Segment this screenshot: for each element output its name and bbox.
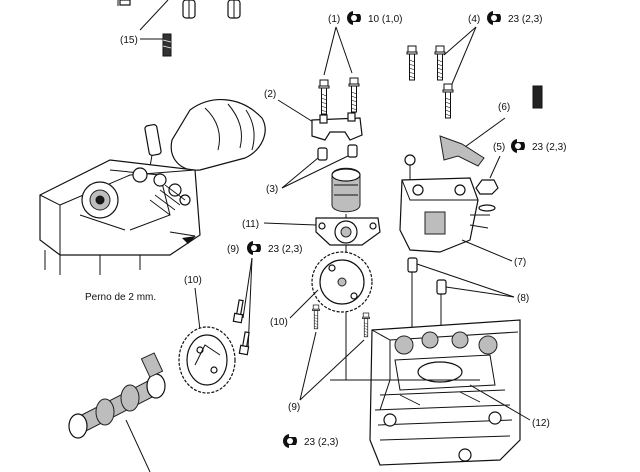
spring-pin [532,85,543,109]
dowel-3b [347,144,358,158]
label-10a: (10) [184,275,202,286]
nut-5 [475,179,499,195]
caption-2mm-bolt: Perno de 2 mm. [85,292,156,303]
upper-camshaft [331,167,361,380]
callout-1: (1) 10 (1,0) [318,10,402,115]
part-15-shim [162,33,172,57]
callout-9-upper: (9) 23 (2,3) [227,240,302,356]
callout-8: (8) [407,257,529,380]
bolt-4a [406,45,418,81]
dowel-8b [436,279,447,295]
label-4: (4) [468,14,480,25]
callout-11: (11) [242,217,381,246]
label-9b: (9) [288,402,300,413]
top-left-fragment [117,0,241,31]
label-2: (2) [264,89,276,100]
callout-2: (2) [264,89,363,141]
dowel-3a [317,147,328,161]
callout-9-lower: (9) 23 (2,3) [283,304,370,449]
bolt-1b [348,77,360,113]
torque-wrench-icon [347,10,361,26]
label-7: (7) [514,257,526,268]
bolt-4c [442,83,454,119]
cylinder-head [369,319,521,466]
label-5: (5) [493,142,505,153]
torque-9b: 23 (2,3) [304,437,338,448]
torque-wrench-icon [247,240,261,256]
callout-12: (12) [330,379,550,429]
label-11: (11) [242,219,259,230]
bolt-4b [434,45,446,81]
label-8: (8) [517,293,529,304]
torque-wrench-icon [511,138,525,154]
label-9a: (9) [227,244,239,255]
torque-5: 23 (2,3) [532,142,566,153]
label-1: (1) [328,14,340,25]
callout-15: (15) [120,33,172,57]
bolt-1a [318,79,330,115]
label-15: (15) [120,35,138,46]
left-head-assembly [39,159,201,275]
dowel-8a [407,257,418,273]
label-10b: (10) [270,317,288,328]
callout-7: (7) [461,239,526,268]
torque-4: 23 (2,3) [508,14,542,25]
torque-9a: 23 (2,3) [268,244,302,255]
torque-wrench-icon [487,10,501,26]
arrow-icon [182,236,196,244]
callout-10-right: (10) [270,251,373,328]
callout-4: (4) 23 (2,3) [406,10,542,119]
callout-10-left: (10) [178,275,236,394]
callout-6: (6) [439,102,510,167]
label-6: (6) [498,102,510,113]
torque-1: 10 (1,0) [368,14,402,25]
callout-3: (3) [266,144,358,195]
torque-wrench-icon [283,433,297,449]
lock-plate [439,135,485,167]
hand-illustration [139,99,266,226]
label-12: (12) [532,418,550,429]
lower-camshaft [68,352,166,472]
label-3: (3) [266,184,278,195]
callout-5: (5) 23 (2,3) [475,138,566,212]
rocker-assembly [399,154,490,253]
